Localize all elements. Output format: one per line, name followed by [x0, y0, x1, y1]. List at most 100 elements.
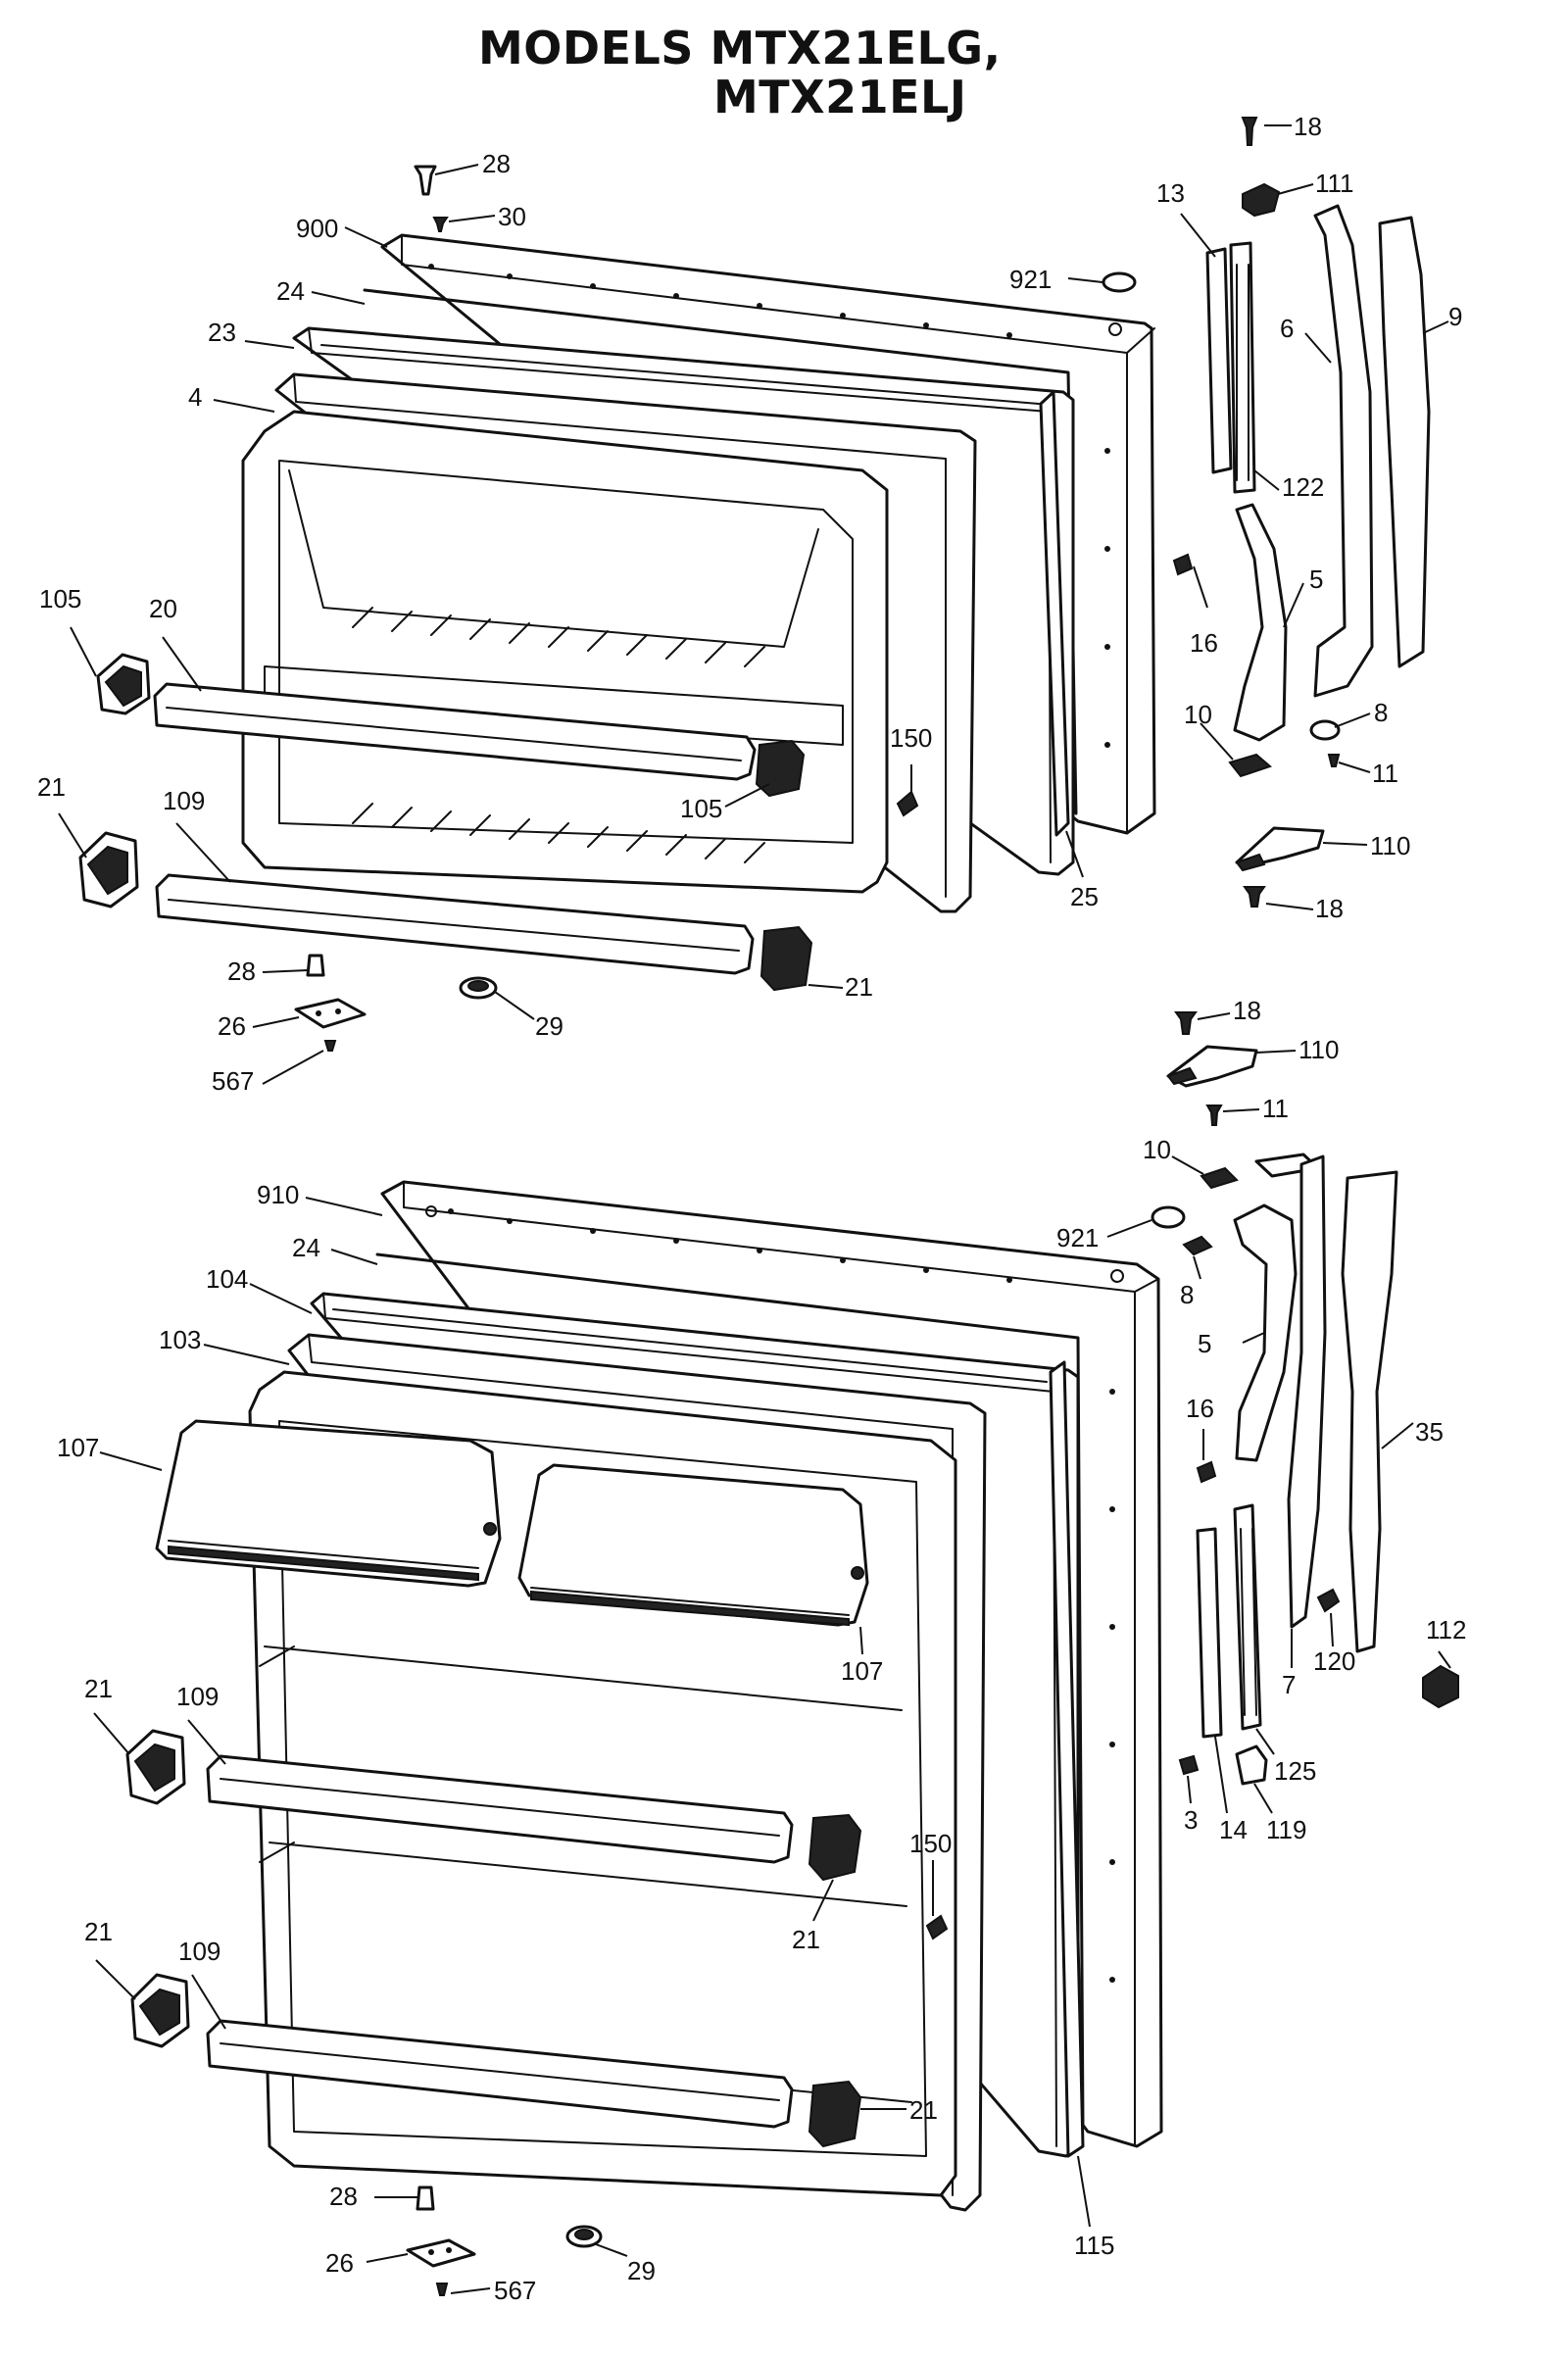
- fresh-screw-150: [925, 1914, 949, 1940]
- freezer-plug-921: [1102, 271, 1137, 293]
- callout-label: 11: [1262, 1094, 1289, 1123]
- callout-label: 150: [909, 1829, 952, 1858]
- callout-label: 104: [206, 1264, 248, 1294]
- fresh-bushing-3: [1178, 1754, 1200, 1776]
- callout-label: 5: [1198, 1329, 1211, 1358]
- callout-label: 29: [627, 2256, 656, 2285]
- callout-label: 30: [498, 202, 526, 231]
- callout-label: 150: [890, 723, 932, 753]
- diagram-title-line-2: MTX21ELJ: [713, 71, 967, 123]
- freezer-hinge-bar-122: [1229, 241, 1256, 494]
- freezer-screw-567: [323, 1040, 337, 1052]
- callout-label: 24: [276, 276, 305, 306]
- fresh-hinge-bar-14: [1196, 1527, 1223, 1739]
- callout-label: 107: [841, 1656, 883, 1686]
- callout-label: 28: [482, 149, 511, 178]
- callout-label: 921: [1009, 265, 1052, 294]
- callout-label: 122: [1282, 472, 1324, 502]
- callout-label: 5: [1309, 565, 1323, 594]
- callout-label: 14: [1219, 1815, 1248, 1844]
- fresh-handle-bracket-5: [1233, 1203, 1298, 1462]
- freezer-screw-11: [1327, 754, 1341, 767]
- fresh-door-strip: [1049, 1360, 1085, 2158]
- callout-label: 25: [1070, 882, 1099, 911]
- leader-lines: [58, 124, 1451, 2294]
- callout-label: 28: [227, 957, 256, 986]
- freezer-lower-rail-end-cap-right: [760, 925, 813, 992]
- freezer-upper-shelf-rail: [153, 682, 757, 781]
- callout-label: 10: [1143, 1135, 1171, 1164]
- callout-label: 28: [329, 2182, 358, 2211]
- callout-label: 21: [84, 1674, 113, 1703]
- fresh-handle-7: [1287, 1154, 1327, 1629]
- callout-label: 29: [535, 1011, 564, 1041]
- callout-label: 21: [909, 2095, 938, 2125]
- callout-label: 8: [1374, 698, 1388, 727]
- callout-label: 21: [37, 772, 66, 802]
- freezer-hinge-bar-13: [1205, 247, 1233, 474]
- callout-label: 9: [1448, 302, 1462, 331]
- fresh-screw-567: [435, 2283, 449, 2296]
- callout-label: 18: [1315, 894, 1344, 923]
- freezer-handle-bracket-5: [1233, 503, 1288, 742]
- freezer-pin-28-bottom: [306, 954, 325, 977]
- freezer-shelf-ribs: [352, 607, 765, 863]
- fresh-lower-shelf-rail: [206, 2019, 794, 2129]
- callout-label: 8: [1180, 1280, 1194, 1309]
- fresh-handle-trim-35: [1341, 1170, 1398, 1653]
- callout-label: 26: [325, 2248, 354, 2278]
- fresh-screw-16: [1196, 1460, 1217, 1484]
- fresh-screw-120: [1316, 1588, 1341, 1613]
- freezer-screw-28-top: [414, 165, 437, 196]
- freezer-lower-shelf-rail: [155, 873, 755, 975]
- fresh-upper-shelf-rail: [206, 1754, 794, 1864]
- callout-label: 7: [1282, 1670, 1296, 1699]
- callout-label: 115: [1074, 2231, 1114, 2260]
- callout-label: 16: [1186, 1394, 1214, 1423]
- callout-label: 6: [1280, 314, 1294, 343]
- callout-label: 120: [1313, 1646, 1355, 1676]
- callout-label: 110: [1298, 1035, 1339, 1064]
- callout-label: 119: [1266, 1815, 1306, 1844]
- freezer-clip-10: [1228, 753, 1272, 778]
- callout-label: 103: [159, 1325, 201, 1354]
- fresh-bumper-119: [1235, 1744, 1268, 1786]
- callout-label: 21: [84, 1917, 113, 1946]
- freezer-screw-30: [432, 217, 449, 232]
- callout-label: 112: [1426, 1615, 1466, 1645]
- callout-label: 111: [1315, 169, 1354, 198]
- fresh-door-bin-left: [155, 1419, 502, 1588]
- fresh-pin-28: [416, 2185, 435, 2211]
- callout-label: 921: [1056, 1223, 1099, 1252]
- fresh-plug-921: [1151, 1205, 1186, 1229]
- callout-label: 567: [494, 2276, 536, 2305]
- fresh-food-door-assembly: [125, 1011, 1459, 2296]
- callout-label: 125: [1274, 1756, 1316, 1786]
- freezer-screw-18-bottom: [1243, 886, 1266, 908]
- callout-label: 20: [149, 594, 177, 623]
- diagram-title-line-1: MODELS MTX21ELG,: [478, 22, 1002, 74]
- callout-label: 26: [218, 1011, 246, 1041]
- fresh-screw-11: [1205, 1105, 1223, 1126]
- fresh-screw-18: [1174, 1011, 1198, 1035]
- freezer-washer-8: [1309, 719, 1341, 741]
- callout-label: 21: [845, 972, 873, 1002]
- fresh-washer-8: [1182, 1235, 1213, 1256]
- callout-label: 3: [1184, 1805, 1198, 1835]
- callout-label: 4: [188, 382, 202, 412]
- callout-label: 24: [292, 1233, 320, 1262]
- freezer-screw-150: [896, 790, 919, 817]
- freezer-rail-end-cap-right: [755, 739, 806, 798]
- freezer-liner-tub: [241, 410, 889, 894]
- callout-label: 900: [296, 214, 338, 243]
- callout-label: 10: [1184, 700, 1212, 729]
- callout-label: 35: [1415, 1417, 1444, 1447]
- fresh-lower-rail-end-cap-right: [808, 2080, 862, 2148]
- callout-label: 910: [257, 1180, 299, 1209]
- freezer-hinge-plate-26: [294, 998, 367, 1029]
- freezer-door-assembly: [78, 117, 1431, 1052]
- freezer-panel-holes: [428, 264, 1122, 748]
- callout-label: 23: [208, 318, 236, 347]
- freezer-screw-16: [1172, 553, 1194, 576]
